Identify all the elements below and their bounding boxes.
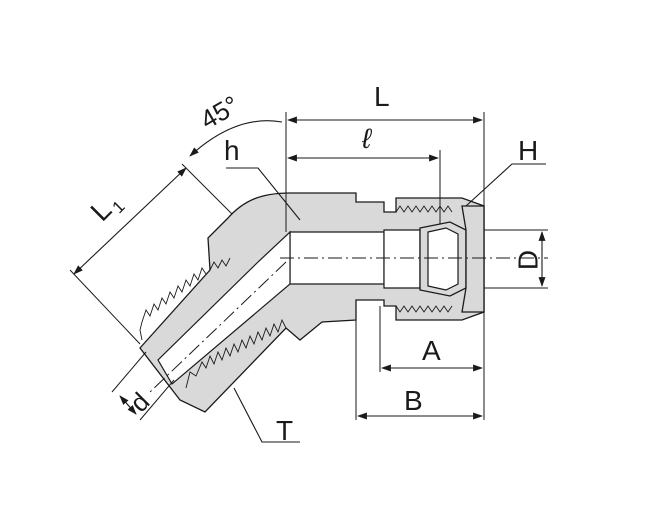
dim-angle-arc [189, 120, 283, 157]
pipe-thread-lower [185, 318, 287, 389]
label-l: ℓ [361, 123, 373, 154]
extension-lines [69, 112, 548, 421]
label-H: H [518, 135, 538, 166]
ext-d-b [139, 379, 175, 421]
centerline-angled [149, 261, 287, 393]
centerlines [149, 257, 548, 393]
fitting-body [139, 192, 485, 413]
label-L1: L 1 [84, 194, 128, 227]
label-L: L [374, 81, 390, 112]
label-angle: 45° [195, 89, 244, 135]
label-D: D [512, 250, 543, 270]
ext-L1-top [181, 163, 233, 215]
leaders [226, 163, 546, 443]
leader-T [233, 387, 300, 443]
socket-bore [383, 229, 421, 289]
nut-thread-top [395, 205, 453, 313]
label-B: B [404, 385, 423, 416]
dim-L1 [73, 167, 187, 275]
label-A: A [422, 335, 441, 366]
dim-d [119, 395, 137, 415]
angled-bore [157, 230, 291, 385]
leader-H [465, 163, 546, 207]
ext-d-a [111, 351, 147, 393]
label-T: T [276, 415, 293, 446]
ferrule-inner [427, 227, 459, 291]
pipe-thread-upper [139, 257, 231, 341]
label-h: h [224, 135, 240, 166]
leader-h [226, 167, 301, 221]
dimension-lines [73, 116, 546, 420]
ext-L1-bottom [69, 269, 141, 345]
